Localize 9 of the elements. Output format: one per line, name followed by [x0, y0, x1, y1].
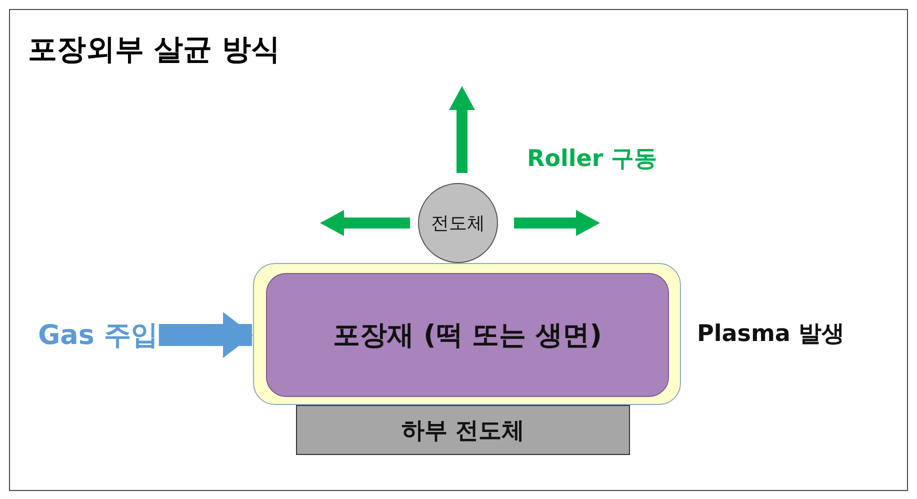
- motion-label: Roller 구동: [527, 145, 658, 174]
- packaging-box: 포장재 (떡 또는 생면): [266, 273, 669, 397]
- gas-label: Gas 주입: [38, 316, 158, 354]
- conductor-circle: 전도체: [418, 183, 498, 263]
- side-label: Plasma 발생: [697, 320, 844, 349]
- lower-conductor-box: 하부 전도체: [296, 405, 630, 455]
- title: 포장외부 살균 방식: [28, 31, 280, 68]
- plasma-layer: [253, 263, 681, 405]
- arrow: [158, 312, 253, 358]
